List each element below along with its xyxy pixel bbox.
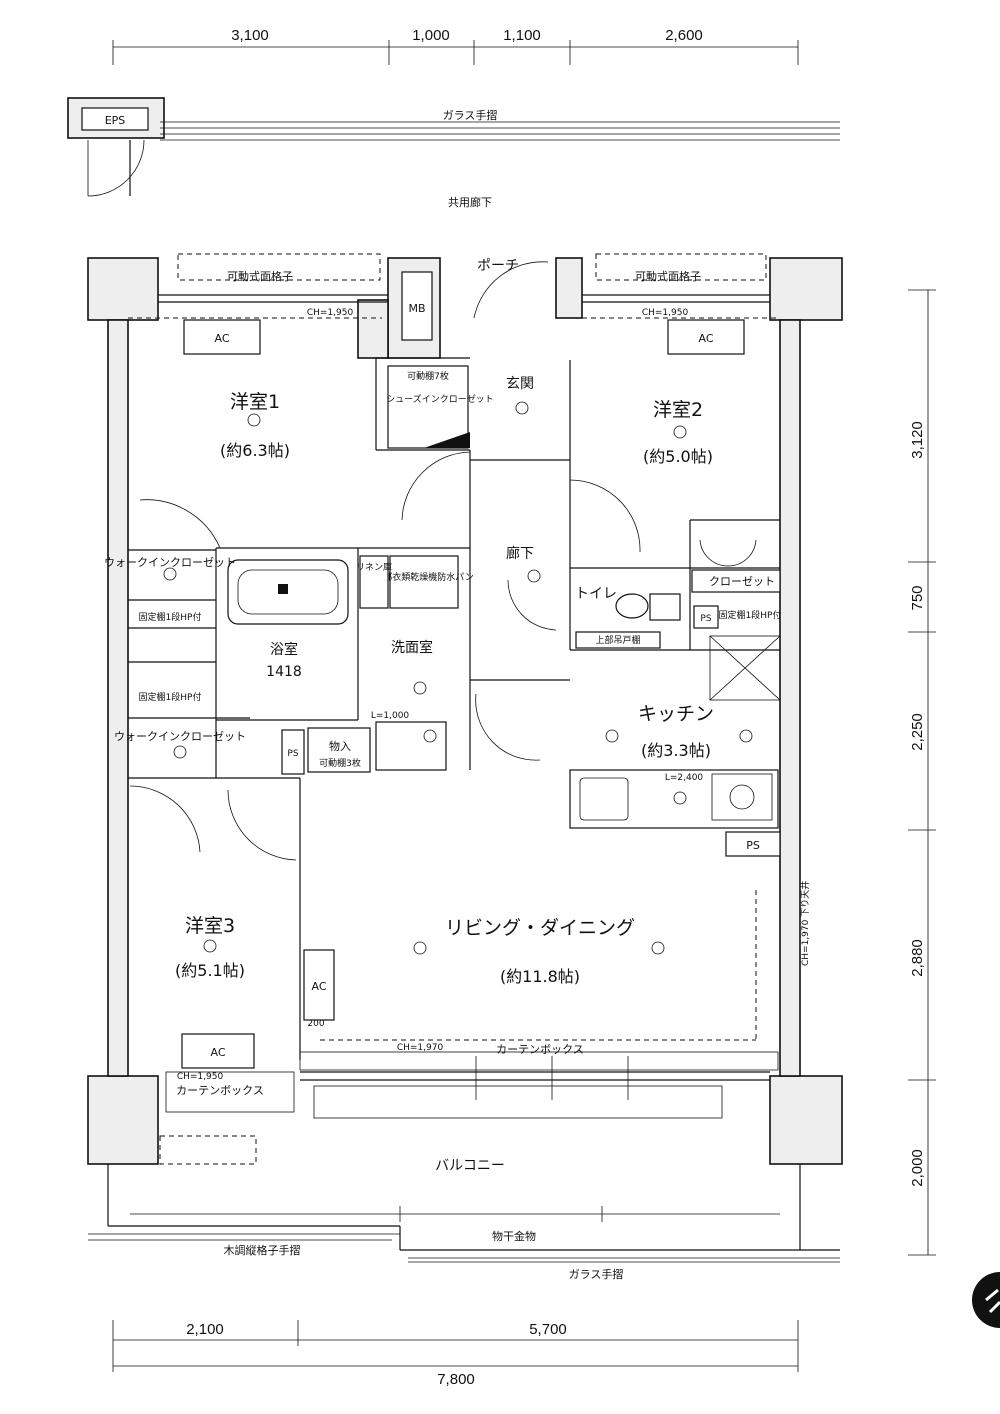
linen-cabinet: リネン庫 [356, 555, 392, 609]
dim-right-1: 3,120 [909, 421, 926, 459]
mb-label: MB [408, 302, 425, 315]
kitchen-size: (約3.3帖) [641, 741, 711, 760]
storage-area: PS 物入 可動棚3枚 L=1,000 [281, 711, 447, 775]
bath-name: 浴室 [270, 641, 298, 658]
l2400-label: L=2,400 [665, 773, 704, 783]
common-corridor-label: 共用廊下 [448, 195, 492, 209]
living-size: (約11.8帖) [500, 967, 580, 986]
dryer-unit: 上部衣類乾燥機防水パン [374, 555, 474, 609]
kitchen-name: キッチン [638, 703, 714, 725]
dim-top-3: 1,100 [503, 27, 541, 44]
outer-walls [87, 257, 843, 1165]
kitchen-counter: L=2,400 PS [569, 635, 781, 857]
bedroom1-size: (約6.3帖) [220, 441, 290, 460]
living-name: リビング・ダイニング [445, 917, 635, 939]
shoe-closet-label: シューズインクローゼット [386, 393, 494, 405]
ch-left: CH=1,950 [307, 308, 354, 318]
ac-label: AC [214, 332, 229, 345]
room-labels: 洋室1 (約6.3帖) 洋室2 (約5.0帖) 洋室3 (約5.1帖) 玄関 廊… [175, 375, 714, 986]
ac200-label: 200 [307, 1019, 324, 1029]
bottom-dimension-line: 2,100 5,700 7,800 [112, 1320, 799, 1388]
bedroom2-size: (約5.0帖) [643, 447, 713, 466]
fixed-shelf-label: 固定棚1段HP付 [139, 611, 202, 623]
balcony-label: バルコニー [435, 1158, 505, 1174]
dryer-label: 上部衣類乾燥機防水パン [374, 571, 473, 583]
partitions [128, 357, 780, 1060]
walkin-closet-label: ウォークインクローゼット [104, 556, 236, 569]
ch-right: CH=1,950 [642, 308, 689, 318]
shoe-closet: 可動棚7枚 シューズインクローゼット [386, 365, 494, 449]
right-dimension-line: 3,120 750 2,250 2,880 2,000 [908, 289, 936, 1256]
curtain-boxes: CH=1,970 カーテンボックス カーテンボックス CH=1,950 [165, 1043, 779, 1113]
dim-right-3: 2,250 [909, 713, 926, 751]
bedroom2-name: 洋室2 [653, 399, 703, 421]
hallway-name: 廊下 [506, 545, 534, 562]
glass-rail-bottom-label: ガラス手摺 [569, 1267, 624, 1281]
dim-total: 7,800 [437, 1371, 475, 1388]
north-compass-icon [972, 1272, 1000, 1328]
light-fixtures [163, 401, 753, 955]
washroom-name: 洗面室 [391, 639, 433, 656]
ac-label-3: AC [210, 1046, 225, 1059]
l1000-label: L=1,000 [371, 711, 410, 721]
toilet-area: 上部吊戸棚 クローゼット PS 固定棚1段HP付 [575, 569, 782, 649]
bedroom3-size: (約5.1帖) [175, 961, 245, 980]
curtain-box-label: カーテンボックス [496, 1043, 584, 1056]
ac-bedroom3: AC [181, 1033, 255, 1069]
top-dimension-line: 3,100 1,000 1,100 2,600 [112, 27, 799, 65]
dim-right-2: 750 [909, 585, 926, 610]
ps-label: PS [700, 614, 711, 624]
dim-right-5: 2,000 [909, 1149, 926, 1187]
upper-shelf-label: 上部吊戸棚 [595, 634, 640, 646]
dim-right-4: 2,880 [909, 939, 926, 977]
front-lattice: 可動式面格子 可動式面格子 ポーチ MB [158, 253, 770, 341]
shelf7-label: 可動棚7枚 [407, 370, 449, 382]
ps-label-2: PS [287, 749, 298, 759]
lattice-right-label: 可動式面格子 [635, 269, 701, 283]
ac-label: AC [698, 332, 713, 345]
dim-top-4: 2,600 [665, 27, 703, 44]
living-ceiling: CH=1,970 下り天井 AC 200 [303, 881, 811, 1041]
dim-bottom-2: 5,700 [529, 1321, 567, 1338]
bedroom3-name: 洋室3 [185, 915, 235, 937]
glass-rail-top: ガラス手摺 [160, 108, 840, 141]
walkin-closet-2: 固定棚1段HP付 ウォークインクローゼット [114, 691, 246, 743]
dim-bottom-1: 2,100 [186, 1321, 224, 1338]
entrance-name: 玄関 [506, 375, 534, 392]
curtain-box-label-2: カーテンボックス [176, 1084, 264, 1097]
bathtub [227, 559, 349, 625]
closet-label: クローゼット [709, 575, 775, 588]
glass-rail-top-label: ガラス手摺 [443, 108, 498, 122]
ch-vertical-label: CH=1,970 下り天井 [799, 881, 811, 966]
walkin-closet-label-2: ウォークインクローゼット [114, 730, 246, 743]
ps-label-3: PS [746, 839, 760, 852]
drying-label: 物干金物 [492, 1229, 536, 1243]
eps-box: EPS [67, 97, 165, 197]
ceiling-lines: CH=1,950 CH=1,950 [128, 308, 780, 319]
ch-1950-label-3: CH=1,950 [177, 1072, 224, 1082]
ch-1970-label: CH=1,970 [397, 1043, 444, 1053]
lattice-left-label: 可動式面格子 [227, 269, 293, 283]
balcony: バルコニー 物干金物 木調縦格子手摺 ガラス手摺 [88, 1135, 840, 1281]
linen-label: リネン庫 [356, 561, 392, 573]
fixed-shelf-right: 固定棚1段HP付 [719, 609, 782, 621]
ac-label-living: AC [311, 980, 326, 993]
walkin-closet-1: ウォークインクローゼット 固定棚1段HP付 [104, 556, 236, 623]
door-swings [129, 261, 757, 861]
dim-top-2: 1,000 [412, 27, 450, 44]
bath-size: 1418 [266, 664, 302, 680]
storage-shelf-label: 可動棚3枚 [319, 757, 361, 769]
porch-label: ポーチ [477, 258, 519, 274]
balcony-windows [300, 1056, 770, 1119]
wood-rail-label: 木調縦格子手摺 [224, 1243, 301, 1257]
fixed-shelf-label-2: 固定棚1段HP付 [139, 691, 202, 703]
dim-top-1: 3,100 [231, 27, 269, 44]
storage-label: 物入 [329, 739, 351, 753]
bedroom1-name: 洋室1 [230, 391, 280, 413]
eps-label: EPS [105, 114, 126, 127]
ac-units-top: AC AC [183, 319, 745, 355]
toilet-name: トイレ [575, 586, 617, 602]
